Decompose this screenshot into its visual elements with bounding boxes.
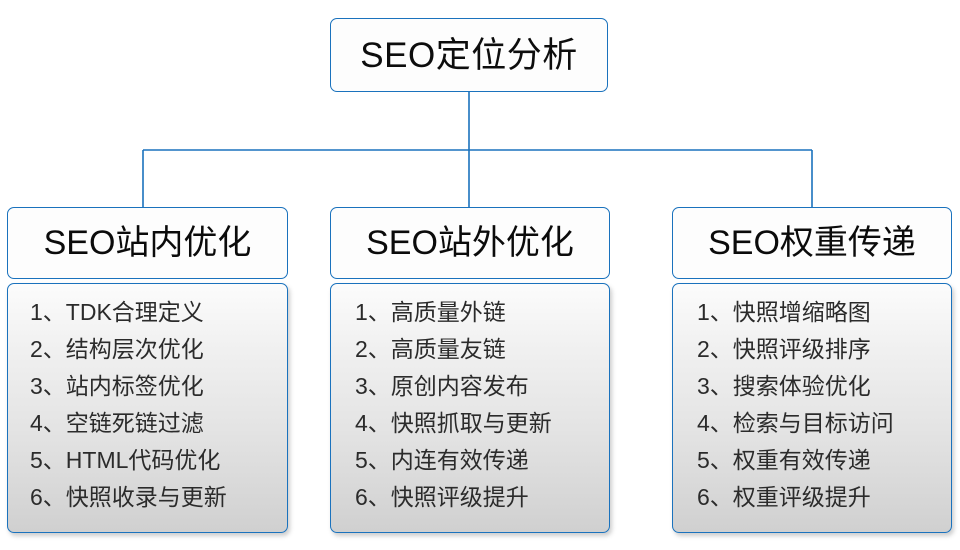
branch-header-label-2: SEO权重传递	[708, 224, 916, 262]
branch-column-2: SEO权重传递 1、快照增缩略图 2、快照评级排序 3、搜索体验优化 4、检索与…	[672, 207, 952, 533]
list-item: 2、快照评级排序	[697, 336, 871, 362]
branch-list-2: 1、快照增缩略图 2、快照评级排序 3、搜索体验优化 4、检索与目标访问 5、权…	[673, 294, 951, 516]
list-item: 3、原创内容发布	[355, 373, 529, 399]
root-node-label: SEO定位分析	[360, 35, 578, 75]
list-item: 1、高质量外链	[355, 299, 506, 325]
list-item: 5、权重有效传递	[697, 447, 871, 473]
list-item: 4、空链死链过滤	[30, 410, 204, 436]
branch-header-label-0: SEO站内优化	[43, 224, 252, 262]
branch-header-0[interactable]: SEO站内优化	[7, 207, 288, 279]
list-item: 2、结构层次优化	[30, 336, 204, 362]
list-item: 4、快照抓取与更新	[355, 410, 552, 436]
list-item: 3、站内标签优化	[30, 373, 204, 399]
branch-header-1[interactable]: SEO站外优化	[330, 207, 610, 279]
root-node[interactable]: SEO定位分析	[330, 18, 608, 92]
branch-column-0: SEO站内优化 1、TDK合理定义 2、结构层次优化 3、站内标签优化 4、空链…	[7, 207, 288, 533]
branch-body-2: 1、快照增缩略图 2、快照评级排序 3、搜索体验优化 4、检索与目标访问 5、权…	[672, 283, 952, 533]
list-item: 1、快照增缩略图	[697, 299, 871, 325]
branch-column-1: SEO站外优化 1、高质量外链 2、高质量友链 3、原创内容发布 4、快照抓取与…	[330, 207, 610, 533]
list-item: 3、搜索体验优化	[697, 373, 871, 399]
list-item: 5、内连有效传递	[355, 447, 529, 473]
list-item: 1、TDK合理定义	[30, 299, 204, 325]
list-item: 5、HTML代码优化	[30, 447, 221, 473]
branch-header-2[interactable]: SEO权重传递	[672, 207, 952, 279]
list-item: 6、快照评级提升	[355, 484, 529, 510]
branch-header-label-1: SEO站外优化	[366, 224, 574, 262]
branch-body-1: 1、高质量外链 2、高质量友链 3、原创内容发布 4、快照抓取与更新 5、内连有…	[330, 283, 610, 533]
list-item: 2、高质量友链	[355, 336, 506, 362]
list-item: 4、检索与目标访问	[697, 410, 894, 436]
branch-list-1: 1、高质量外链 2、高质量友链 3、原创内容发布 4、快照抓取与更新 5、内连有…	[331, 294, 609, 516]
list-item: 6、快照收录与更新	[30, 484, 227, 510]
list-item: 6、权重评级提升	[697, 484, 871, 510]
branch-list-0: 1、TDK合理定义 2、结构层次优化 3、站内标签优化 4、空链死链过滤 5、H…	[8, 294, 287, 516]
branch-body-0: 1、TDK合理定义 2、结构层次优化 3、站内标签优化 4、空链死链过滤 5、H…	[7, 283, 288, 533]
